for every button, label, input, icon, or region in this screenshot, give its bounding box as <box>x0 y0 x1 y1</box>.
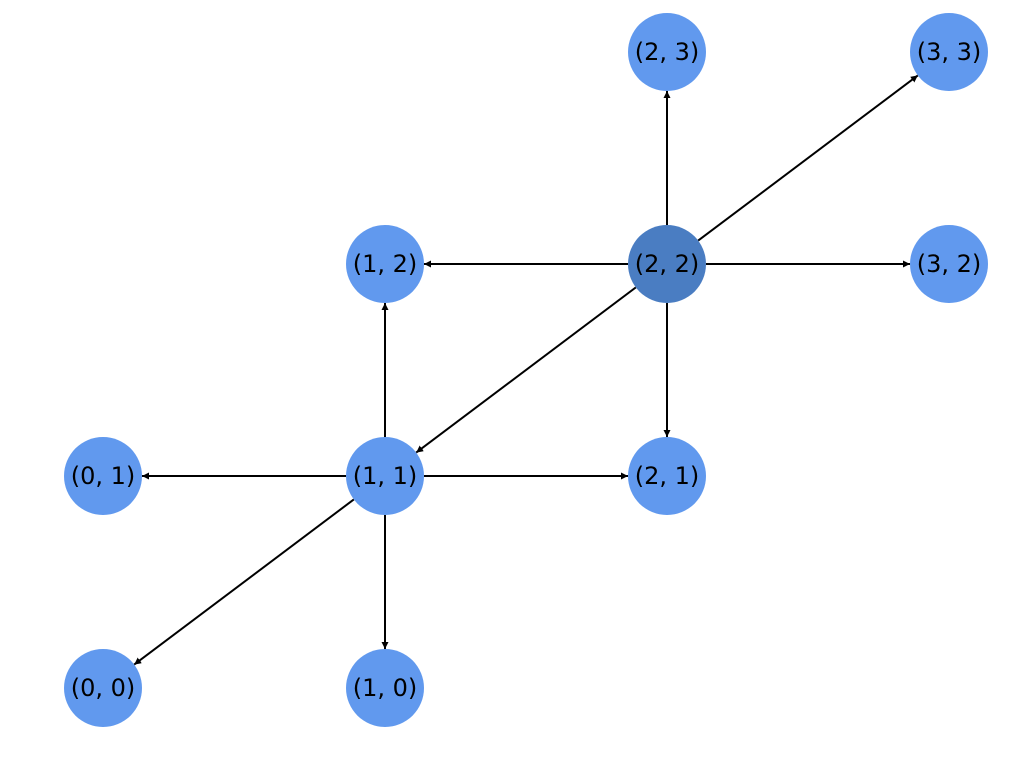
node-label: (2, 1) <box>635 462 700 490</box>
node-circle <box>628 13 706 91</box>
node-1-0: (1, 0) <box>346 649 424 727</box>
node-circle <box>346 437 424 515</box>
node-label: (3, 3) <box>917 38 982 66</box>
node-label: (3, 2) <box>917 250 982 278</box>
node-label: (0, 0) <box>71 674 136 702</box>
node-circle <box>346 649 424 727</box>
node-circle <box>910 225 988 303</box>
node-3-2: (3, 2) <box>910 225 988 303</box>
node-circle <box>628 225 706 303</box>
edge-1-1-to-0-0 <box>133 498 355 666</box>
node-2-1: (2, 1) <box>628 437 706 515</box>
node-0-0: (0, 0) <box>64 649 142 727</box>
node-1-2: (1, 2) <box>346 225 424 303</box>
nodes-layer: (0, 0) (0, 1) (1, 0) (1, 1) (1, 2) (2, 1) (2, … <box>64 13 988 727</box>
node-circle <box>64 649 142 727</box>
node-circle <box>346 225 424 303</box>
node-label: (2, 2) <box>635 250 700 278</box>
node-circle <box>628 437 706 515</box>
node-circle <box>910 13 988 91</box>
edge-2-2-to-3-3 <box>697 74 919 242</box>
node-label: (1, 1) <box>353 462 418 490</box>
node-label: (1, 0) <box>353 674 418 702</box>
node-1-1: (1, 1) <box>346 437 424 515</box>
node-label: (2, 3) <box>635 38 700 66</box>
edges-layer <box>133 74 919 666</box>
node-label: (1, 2) <box>353 250 418 278</box>
edge-2-2-to-1-1 <box>415 286 637 454</box>
node-0-1: (0, 1) <box>64 437 142 515</box>
node-label: (0, 1) <box>71 462 136 490</box>
node-circle <box>64 437 142 515</box>
node-2-3: (2, 3) <box>628 13 706 91</box>
node-3-3: (3, 3) <box>910 13 988 91</box>
node-2-2: (2, 2) <box>628 225 706 303</box>
